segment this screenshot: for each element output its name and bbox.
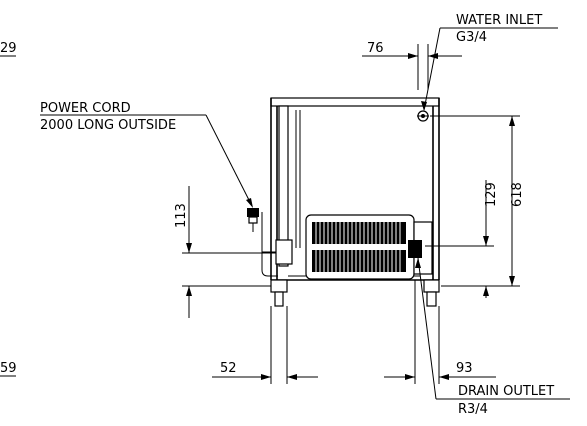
feet [270, 279, 440, 307]
edge-label-bottom: 59 [0, 361, 17, 376]
svg-text:93: 93 [456, 361, 473, 376]
dimension-93: 93 [384, 280, 496, 384]
svg-text:113: 113 [174, 203, 189, 228]
svg-text:76: 76 [367, 41, 384, 56]
dimension-618: 618 [430, 115, 525, 287]
power-cord-spec: 2000 LONG OUTSIDE [40, 118, 176, 133]
water-inlet-fitting [417, 110, 429, 122]
power-cord-label: POWER CORD [40, 101, 131, 116]
dimension-129: 129 [425, 180, 499, 298]
drain-outlet-spec: R3/4 [458, 402, 488, 417]
drain-fitting [408, 240, 422, 258]
svg-text:52: 52 [220, 361, 237, 376]
drain-outlet-label: DRAIN OUTLET [458, 384, 554, 399]
water-inlet-label: WATER INLET [456, 13, 542, 28]
dimension-52: 52 [212, 306, 318, 384]
power-cord [247, 208, 293, 277]
edge-label-top: 29 [0, 41, 17, 56]
condenser-unit [305, 214, 433, 280]
dimension-113: 113 [174, 186, 276, 318]
water-inlet-spec: G3/4 [456, 30, 487, 45]
svg-text:618: 618 [510, 182, 525, 207]
dimension-76: 76 [362, 41, 462, 90]
svg-text:129: 129 [484, 182, 499, 207]
